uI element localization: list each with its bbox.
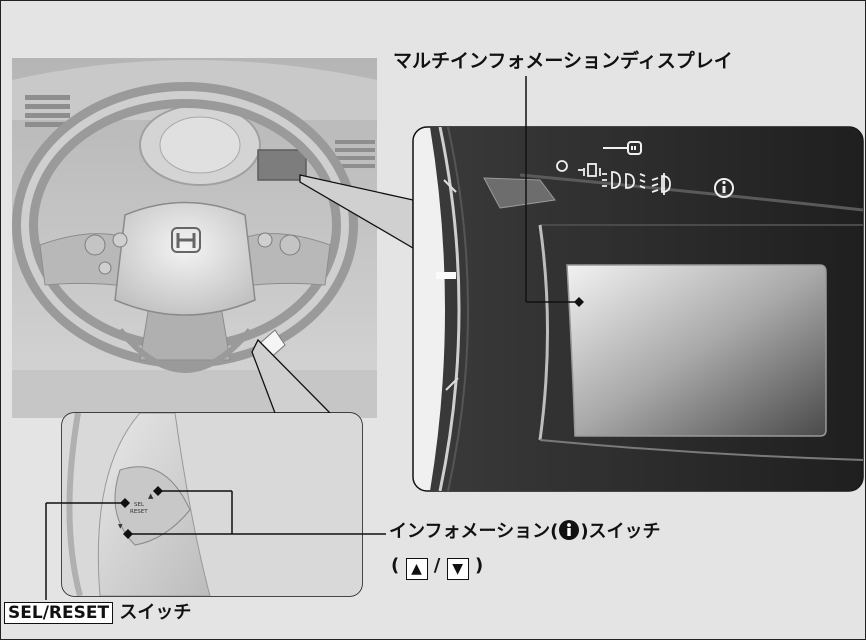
- switch-sel-text: SEL: [134, 502, 145, 508]
- multi-info-display-label: マルチインフォメーションディスプレイ: [393, 50, 733, 72]
- arrow-separator: /: [433, 555, 441, 576]
- steering-wheel-image: [12, 58, 377, 418]
- multi-info-screen: [566, 264, 827, 437]
- up-arrow-icon: ▲: [405, 558, 428, 580]
- cluster-closeup: [412, 126, 864, 492]
- info-switch-label-suffix: )スイッチ: [580, 521, 661, 542]
- switch-closeup: SEL RESET ▲ ▼: [61, 412, 363, 597]
- arrow-keys-label: ( ▲ / ▼ ): [391, 555, 483, 580]
- leader-lines-switch: [45, 490, 386, 600]
- key-icon: [603, 141, 642, 155]
- info-icon: [714, 178, 734, 198]
- down-arrow-icon: ▼: [446, 558, 469, 580]
- arrow-close-paren: ): [474, 555, 484, 576]
- indicator-circle-icon: [556, 160, 568, 172]
- fog-light-icon: [651, 173, 671, 195]
- arrow-open-paren: (: [391, 555, 400, 576]
- switch-reset-text: RESET: [130, 509, 148, 515]
- tpms-icon: [578, 163, 601, 177]
- switch-down-mark: ▼: [118, 523, 123, 530]
- honda-logo-icon: [171, 227, 201, 253]
- headlight-icon: [602, 171, 646, 189]
- info-switch-label-prefix: インフォメーション(: [389, 521, 559, 542]
- sel-reset-box: SEL/RESET: [4, 602, 114, 624]
- switch-info-up-mark: ▲: [148, 492, 154, 500]
- sel-reset-suffix: スイッチ: [113, 602, 192, 623]
- info-switch-label: インフォメーション( )スイッチ: [389, 517, 661, 543]
- info-icon: [558, 519, 580, 541]
- sel-reset-switch-label: SEL/RESET スイッチ: [4, 598, 191, 624]
